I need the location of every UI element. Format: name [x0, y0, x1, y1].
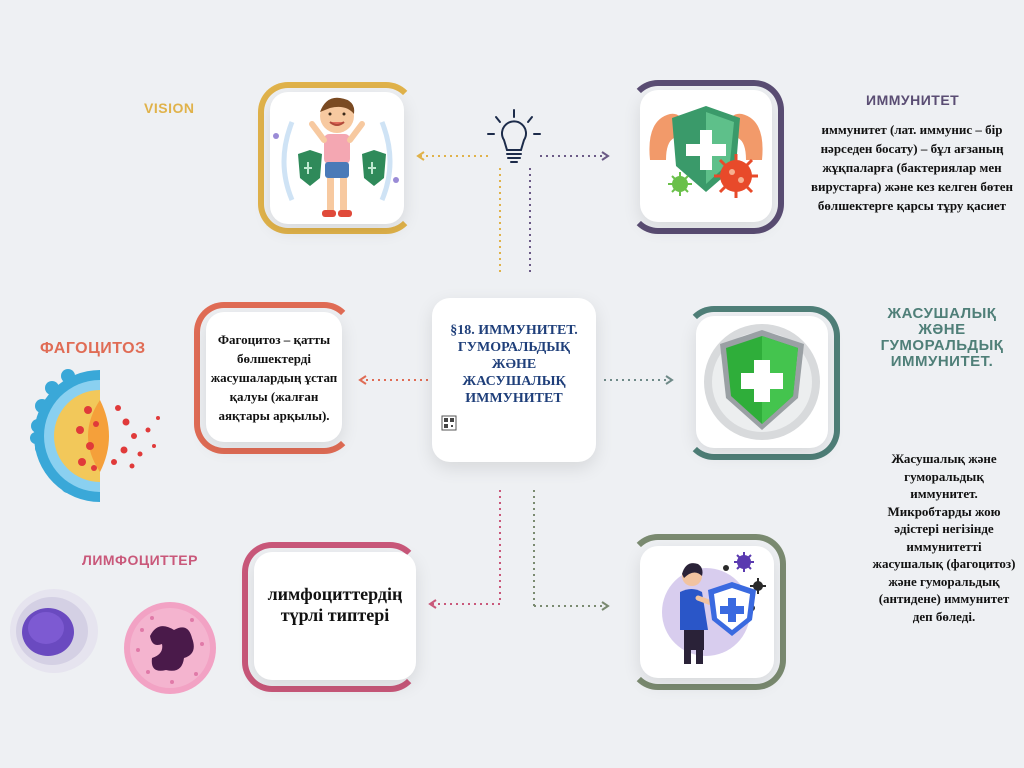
- center-title: §18. ИММУНИТЕТ. ГУМОРАЛЬДЫҚ ЖӘНЕ ЖАСУШАЛ…: [450, 323, 578, 406]
- lymphocytes-heading: ЛИМФОЦИТТЕР: [82, 552, 198, 568]
- arrow-vision: [416, 151, 425, 161]
- lymphocytes-text: лимфоциттердің түрлі типтері: [267, 584, 403, 625]
- phagocyte-illustration: [30, 369, 160, 502]
- vision-heading: VISION: [144, 100, 195, 116]
- immunity-frame: [628, 80, 784, 234]
- virus-icon: [714, 154, 758, 198]
- cellular-heading: ЖАСУШАЛЫҚ ЖӘНЕ ГУМОРАЛЬДЫҚ ИММУНИТЕТ.: [880, 305, 1004, 370]
- cellular-frame: [684, 306, 840, 460]
- person-shield-illustration: [662, 552, 766, 664]
- green-shield-illustration: [704, 324, 820, 440]
- arrow-phago: [358, 375, 367, 385]
- qr-icon: [441, 415, 457, 431]
- phagocytosis-card: Фагоцитоз – қатты бөлшектерді жасушалард…: [206, 312, 342, 442]
- virus-icon: [734, 552, 754, 572]
- cellular-card: [696, 316, 828, 448]
- lymphocytes-frame: [242, 542, 420, 692]
- center-card: §18. ИММУНИТЕТ. ГУМОРАЛЬДЫҚ ЖӘНЕ ЖАСУШАЛ…: [432, 298, 596, 462]
- person-card: [640, 546, 774, 678]
- child-shields-illustration: [273, 97, 399, 217]
- vision-frame: [258, 82, 416, 234]
- person-frame: [628, 534, 786, 690]
- immunity-text: иммунитет (лат. иммунис – бір нәрседен б…: [811, 122, 1013, 213]
- immunity-card: [640, 90, 772, 222]
- lightbulb-icon: [487, 109, 541, 163]
- arrow-immunity: [601, 151, 610, 161]
- arrow-cellular: [665, 375, 674, 385]
- phagocytosis-text: Фагоцитоз – қатты бөлшектерді жасушалард…: [210, 332, 338, 423]
- strong-shield-illustration: [649, 106, 763, 198]
- lymphocyte-cell-illustration: [10, 589, 98, 673]
- immunity-heading: ИММУНИТЕТ: [866, 92, 960, 108]
- arrow-person: [601, 601, 610, 611]
- vision-card: [270, 92, 404, 224]
- cellular-text: Жасушалық және гуморальдық иммунитет. Ми…: [872, 451, 1016, 624]
- neutrophil-cell-illustration: [124, 602, 216, 694]
- lymphocytes-card: лимфоциттердің түрлі типтері: [254, 552, 416, 680]
- phagocytosis-heading: ФАГОЦИТОЗ: [40, 340, 146, 357]
- arrow-lympho: [428, 599, 437, 609]
- phagocytosis-frame: [194, 302, 354, 454]
